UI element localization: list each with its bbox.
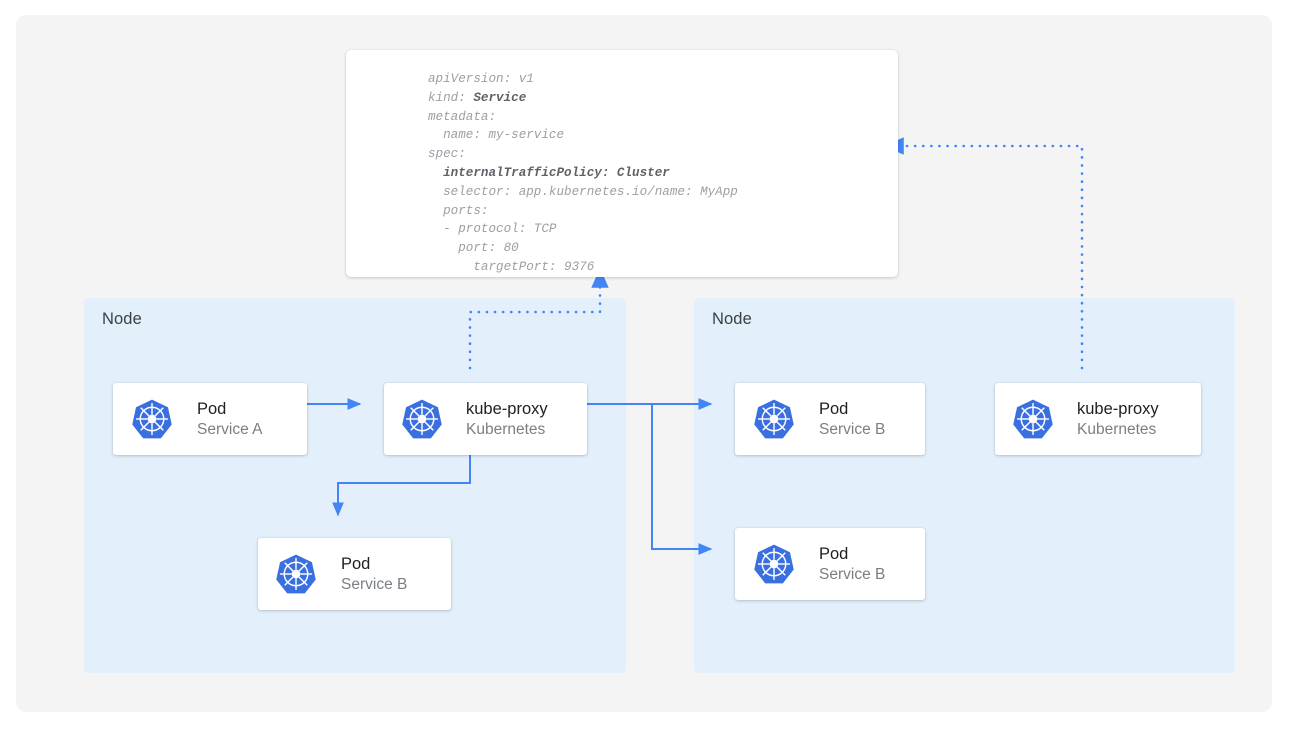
entity-labels: Pod Service B [819,394,885,444]
entity-pod-service-b-right-bottom[interactable]: Pod Service B [735,528,925,600]
entity-title: Pod [341,554,371,573]
node-panel-right: Node [694,298,1235,673]
yaml-line-port: port: 80 [428,241,519,256]
yaml-line-name: name: my-service [428,128,565,143]
entity-title: kube-proxy [1077,399,1159,418]
entity-subtitle: Kubernetes [466,420,546,438]
node-panel-left: Node [84,298,626,673]
diagram-canvas: Node Node [16,15,1272,712]
entity-kube-proxy-left[interactable]: kube-proxy Kubernetes [384,383,587,455]
entity-subtitle: Service B [819,420,886,438]
yaml-line-spec: spec: [428,147,466,162]
kubernetes-logo-icon [275,553,317,595]
yaml-line-apiversion: apiVersion: v1 [428,72,534,86]
node-label-right: Node [712,310,752,328]
yaml-line-selector: selector: app.kubernetes.io/name: MyApp [428,184,738,199]
entity-title: kube-proxy [466,399,548,418]
kubernetes-logo-icon [401,398,443,440]
yaml-line-internal-traffic-policy: internalTrafficPolicy: Cluster [428,165,670,180]
service-manifest-card: apiVersion: v1 kind: Service metadata: n… [346,50,898,277]
entity-subtitle: Service A [197,420,263,438]
kubernetes-logo-icon [753,398,795,440]
yaml-line-metadata: metadata: [428,109,497,124]
entity-pod-service-a[interactable]: Pod Service A [113,383,307,455]
entity-labels: Pod Service A [197,394,262,444]
yaml-line-targetport: targetPort: 9376 [428,259,595,274]
entity-subtitle: Service B [819,565,886,583]
entity-subtitle: Kubernetes [1077,420,1157,438]
entity-labels: kube-proxy Kubernetes [466,394,548,444]
entity-subtitle: Service B [341,575,408,593]
yaml-line-kind-value: Service [473,90,527,105]
service-manifest-code: apiVersion: v1 kind: Service metadata: n… [428,70,738,277]
yaml-line-ports: ports: [428,203,489,218]
kubernetes-logo-icon [131,398,173,440]
entity-kube-proxy-right[interactable]: kube-proxy Kubernetes [995,383,1201,455]
entity-title: Pod [819,399,849,418]
entity-title: Pod [819,544,849,563]
node-label-left: Node [102,310,142,328]
yaml-line-protocol: - protocol: TCP [428,222,557,237]
entity-title: Pod [197,399,227,418]
kubernetes-logo-icon [1012,398,1054,440]
entity-labels: Pod Service B [341,549,407,599]
entity-labels: kube-proxy Kubernetes [1077,394,1159,444]
kubernetes-logo-icon [753,543,795,585]
entity-pod-service-b-left[interactable]: Pod Service B [258,538,451,610]
entity-pod-service-b-right-top[interactable]: Pod Service B [735,383,925,455]
yaml-line-kind-key: kind: [428,90,474,105]
entity-labels: Pod Service B [819,539,885,589]
